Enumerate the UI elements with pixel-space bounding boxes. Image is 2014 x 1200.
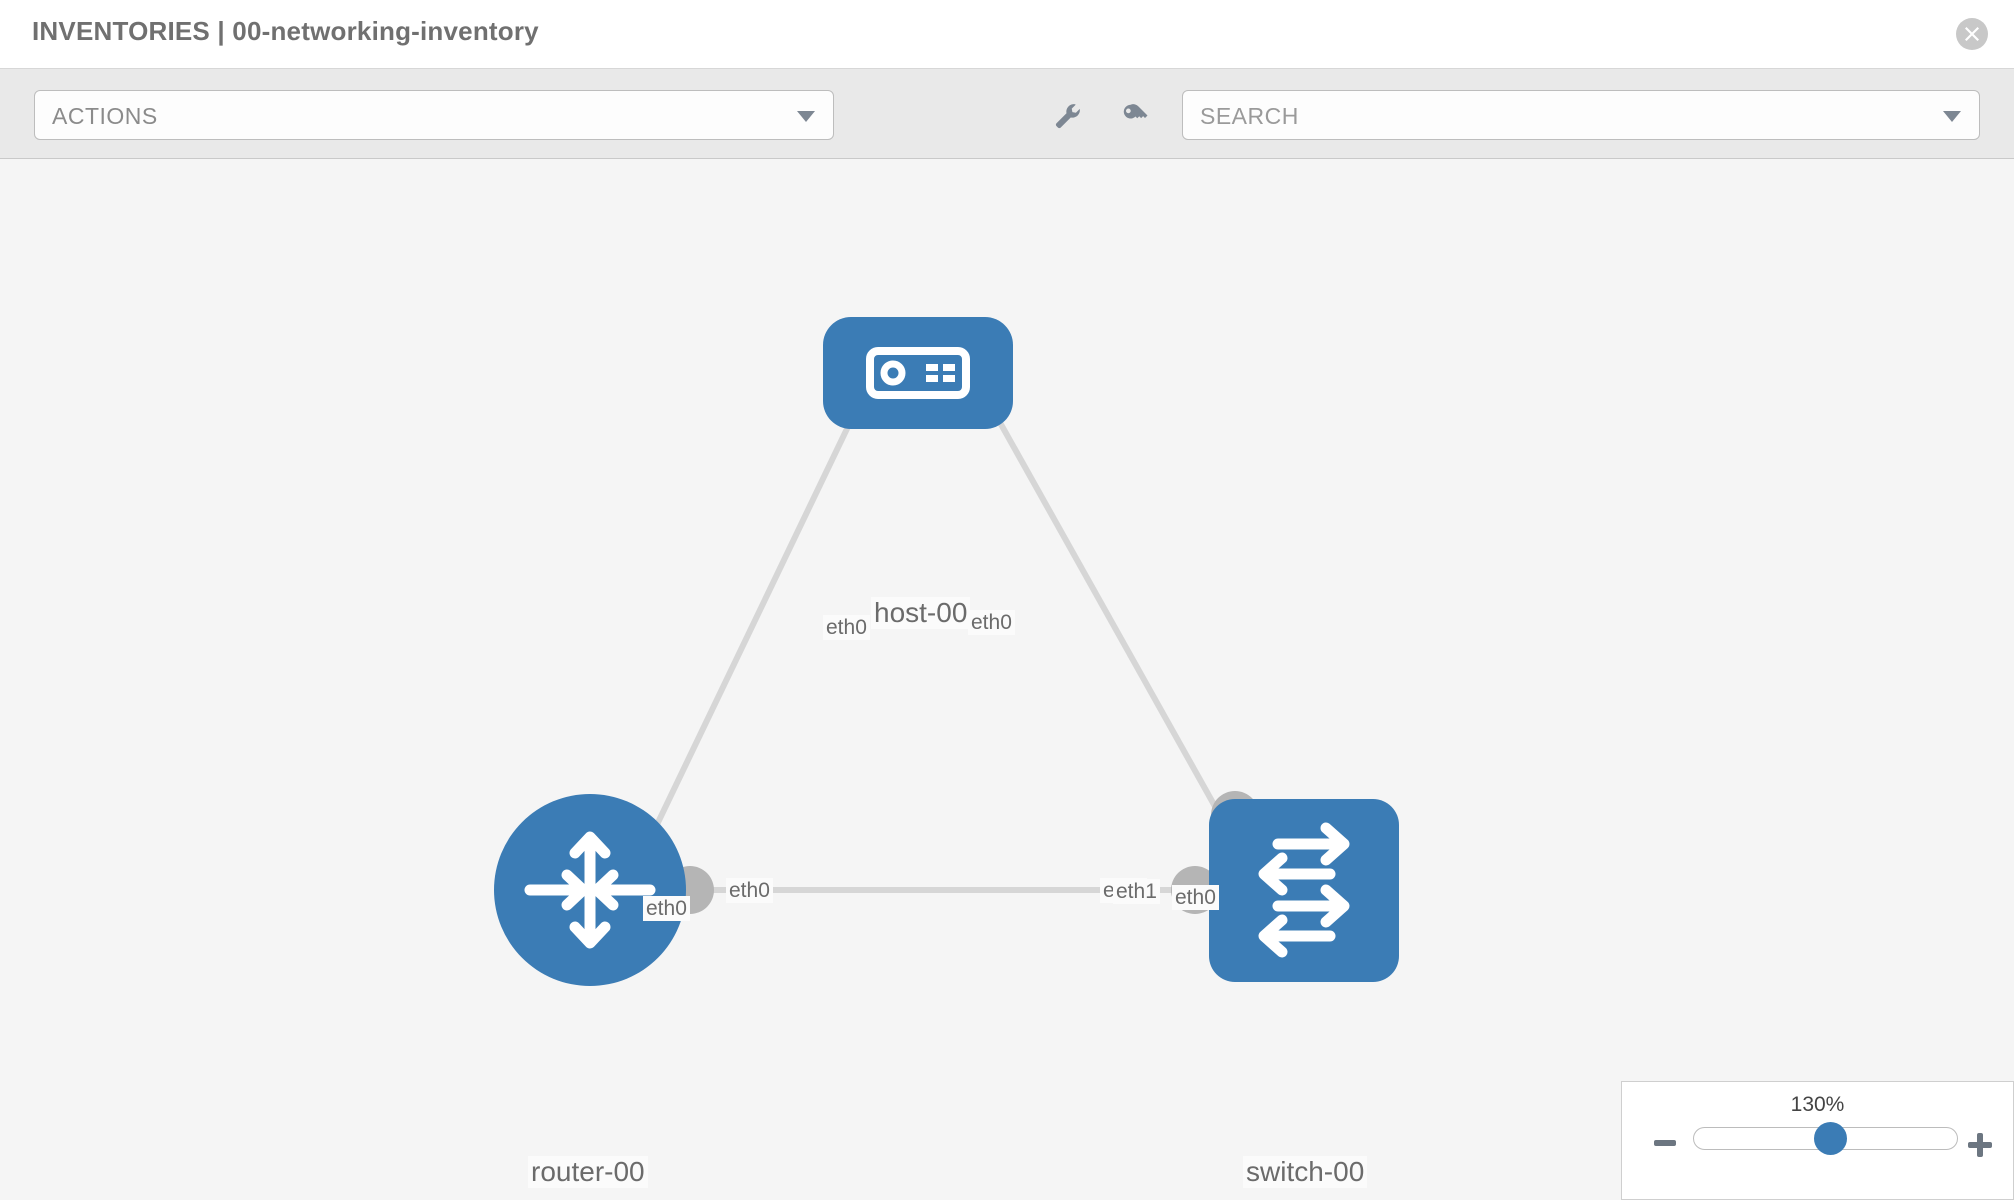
port-label-router-eth0: eth0 <box>726 878 773 903</box>
zoom-control-panel: 130% <box>1621 1081 2014 1200</box>
topology-canvas[interactable]: eth0 eth0 eth0 eth0 eth0 eth0 eth1 host-… <box>0 160 2014 1200</box>
port-label-host-switch: eth0 <box>968 610 1015 635</box>
key-icon[interactable] <box>1120 101 1150 131</box>
zoom-slider-handle[interactable] <box>1814 1122 1847 1155</box>
page-title: INVENTORIES | 00-networking-inventory <box>32 16 539 46</box>
zoom-slider[interactable] <box>1693 1122 1958 1155</box>
node-label-switch-00: switch-00 <box>1243 1156 1368 1188</box>
port-label-router-uplink: eth0 <box>643 896 690 921</box>
port-label-switch-eth1: eth1 <box>1113 879 1160 904</box>
node-router-00 <box>494 794 686 986</box>
topology-graph <box>494 317 1399 986</box>
actions-dropdown-label: ACTIONS <box>52 103 158 129</box>
zoom-level-label: 130% <box>1790 1093 1845 1116</box>
chevron-down-icon[interactable] <box>1943 111 1961 122</box>
link-host-router <box>637 358 883 862</box>
link-host-switch <box>962 358 1248 862</box>
minus-icon[interactable] <box>1652 1130 1678 1161</box>
port-label-host-router: eth0 <box>823 615 870 640</box>
actions-dropdown[interactable]: ACTIONS <box>34 90 834 140</box>
node-label-host-00: host-00 <box>871 597 971 629</box>
toolbar: ACTIONS SEARCH <box>0 69 2014 159</box>
close-icon[interactable] <box>1956 18 1988 50</box>
node-switch-00 <box>1209 799 1399 982</box>
search-input[interactable]: SEARCH <box>1182 90 1980 140</box>
page-header: INVENTORIES | 00-networking-inventory <box>0 0 2014 69</box>
port-label-switch-uplink: eth0 <box>1172 885 1219 910</box>
wrench-icon[interactable] <box>1053 101 1083 131</box>
node-label-router-00: router-00 <box>528 1156 648 1188</box>
plus-icon[interactable] <box>1965 1130 1995 1165</box>
chevron-down-icon <box>797 111 815 122</box>
search-placeholder: SEARCH <box>1200 103 1299 129</box>
node-host-00 <box>823 317 1013 429</box>
